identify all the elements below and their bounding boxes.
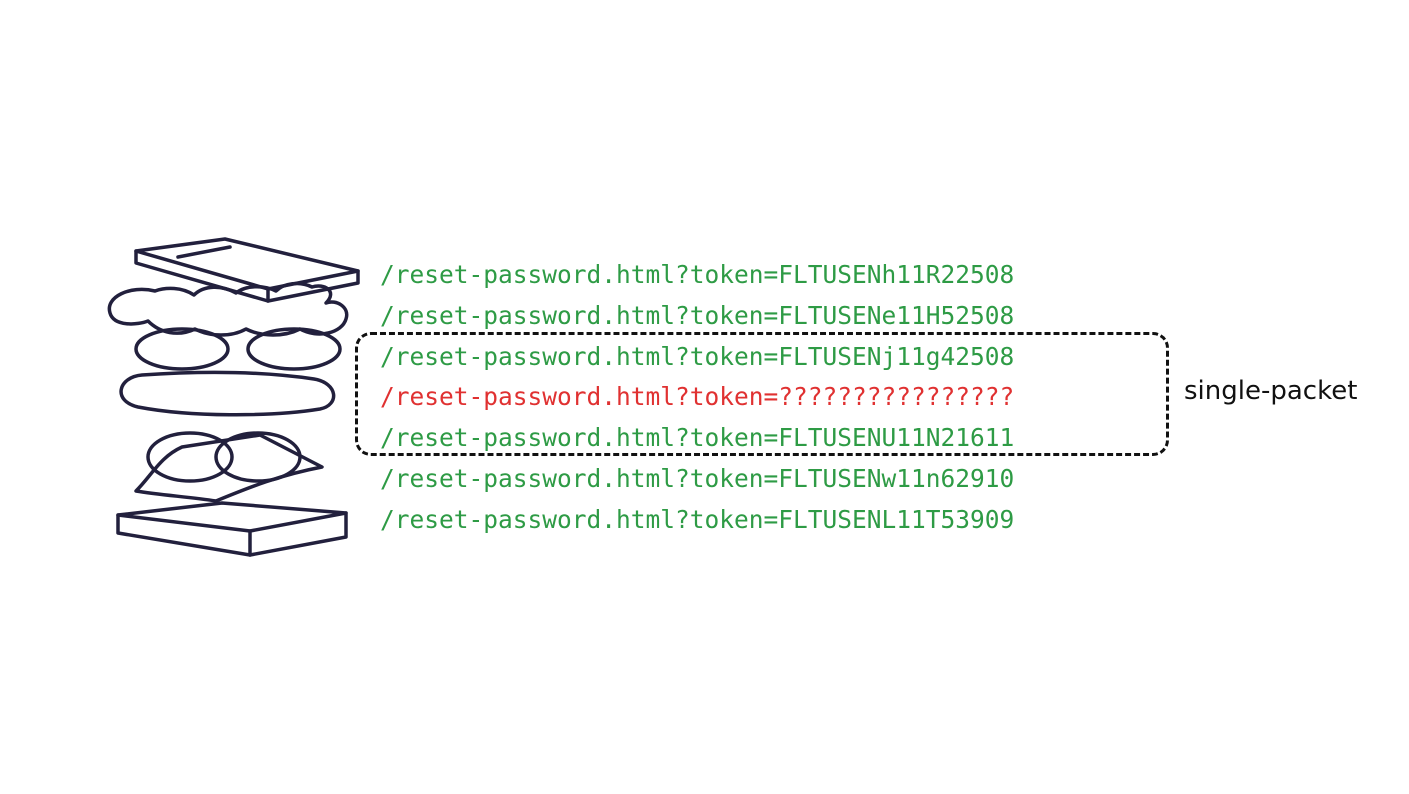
bottom-bread-icon [116,501,348,557]
single-packet-group-box [355,332,1169,456]
request-line: /reset-password.html?token=FLTUSENU11N21… [380,423,1015,453]
patty-icon [119,370,336,417]
sandwich-icon [107,237,360,557]
request-line: /reset-password.html?token=FLTUSENw11n62… [380,463,1015,493]
egg-icon [146,431,302,483]
request-line: /reset-password.html?token=FLTUSENe11H52… [380,300,1015,330]
request-list: /reset-password.html?token=FLTUSENh11R22… [380,255,1014,541]
request-line-unknown-token: /reset-password.html?token=?????????????… [380,382,1015,412]
request-line: /reset-password.html?token=FLTUSENL11T53… [380,504,1015,534]
request-line: /reset-password.html?token=FLTUSENj11g42… [380,341,1015,371]
single-packet-label: single-packet [1184,376,1358,406]
tomato-icon [134,327,342,371]
top-bread-icon [134,237,360,303]
request-line: /reset-password.html?token=FLTUSENh11R22… [380,260,1015,289]
lettuce-icon [107,281,349,337]
